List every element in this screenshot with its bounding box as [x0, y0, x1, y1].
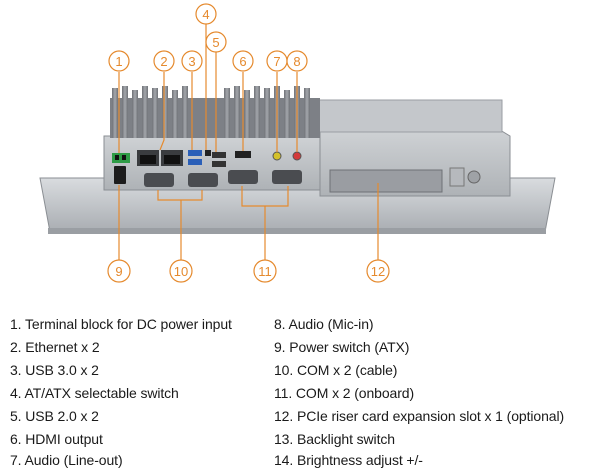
usb3-ports — [188, 150, 202, 165]
callout-label-7: 7 — [273, 54, 280, 69]
legend-item-6: 6. HDMI output — [10, 431, 103, 447]
legend-item-10: 10. COM x 2 (cable) — [274, 362, 398, 378]
callouts — [107, 3, 390, 283]
legend-item-4: 4. AT/ATX selectable switch — [10, 385, 179, 401]
callout-5 — [205, 31, 227, 53]
callout-label-5: 5 — [212, 35, 219, 50]
legend-item-13: 13. Backlight switch — [274, 431, 395, 447]
callout-label-12: 12 — [371, 264, 385, 279]
terminal-block-port — [112, 153, 130, 163]
callout-label-9: 9 — [115, 264, 122, 279]
callout-3 — [181, 50, 203, 72]
legend-item-7: 7. Audio (Line-out) — [10, 452, 123, 468]
callout-1 — [108, 50, 130, 72]
legend-item-14: 14. Brightness adjust +/- — [274, 452, 423, 468]
callout-label-1: 1 — [115, 54, 122, 69]
thumb-screw — [449, 167, 481, 187]
callout-label-6: 6 — [239, 54, 246, 69]
legend-item-3: 3. USB 3.0 x 2 — [10, 362, 99, 378]
callout-4 — [195, 3, 217, 25]
callout-9 — [107, 259, 131, 283]
power-switch — [114, 166, 126, 184]
callout-12 — [366, 259, 390, 283]
callout-label-11: 11 — [258, 264, 272, 279]
callout-8 — [286, 50, 308, 72]
ethernet-ports — [137, 150, 183, 166]
callout-11 — [253, 259, 277, 283]
front-panel-edge — [48, 228, 546, 234]
legend-item-12: 12. PCIe riser card expansion slot x 1 (… — [274, 408, 565, 424]
callout-label-3: 3 — [188, 54, 195, 69]
callout-label-2: 2 — [160, 54, 167, 69]
callout-2 — [153, 50, 175, 72]
callout-label-8: 8 — [293, 54, 300, 69]
callout-10 — [169, 259, 193, 283]
callout-label-4: 4 — [202, 7, 209, 22]
legend-item-9: 9. Power switch (ATX) — [274, 339, 410, 355]
legend-item-1: 1. Terminal block for DC power input — [10, 316, 232, 332]
callout-label-10: 10 — [174, 264, 188, 279]
com-ports-cable — [144, 173, 218, 187]
legend-item-5: 5. USB 2.0 x 2 — [10, 408, 99, 424]
expansion-top — [317, 99, 503, 133]
callout-numbers: 1 2 3 4 5 6 7 8 9 10 11 12 — [115, 7, 385, 279]
hdmi-port — [235, 151, 251, 158]
atx-switch — [205, 150, 211, 156]
legend-item-8: 8. Audio (Mic-in) — [274, 316, 374, 332]
usb2-ports — [212, 152, 226, 167]
legend-item-2: 2. Ethernet x 2 — [10, 339, 100, 355]
com-ports-onboard — [228, 170, 302, 184]
legend-item-11: 11. COM x 2 (onboard) — [274, 385, 415, 401]
callout-6 — [232, 50, 254, 72]
pcie-slot — [329, 169, 443, 193]
